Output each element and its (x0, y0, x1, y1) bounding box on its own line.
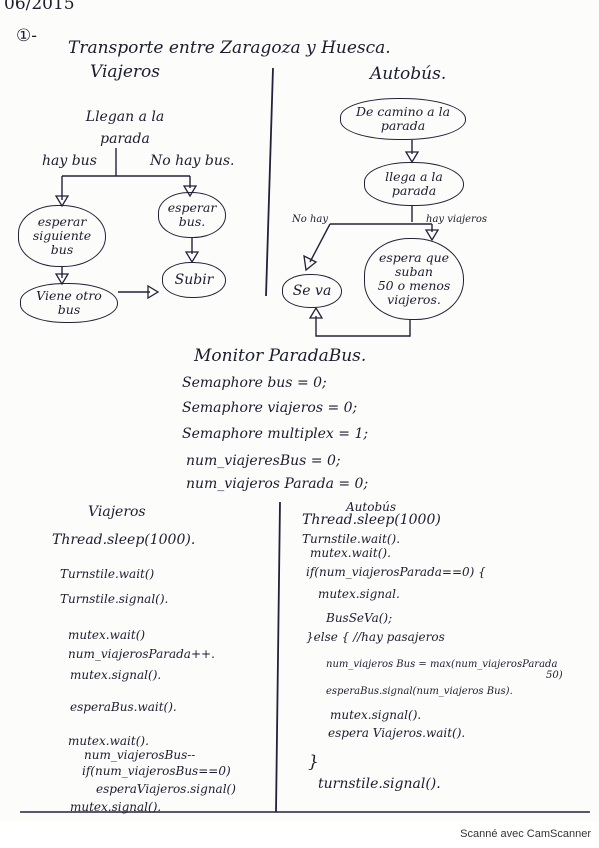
code-line: mutex.wait() (68, 628, 146, 642)
travellers-code-heading: Viajeros (88, 504, 146, 520)
code-line: num_viajerosParada++. (68, 647, 215, 661)
code-line: mutex.wait(). (68, 734, 149, 748)
arrive-node: llega a la parada (364, 162, 464, 206)
travellers-heading: Viajeros (90, 62, 160, 82)
notebook-page: 06/2015 ①- Transporte entre Zaragoza y H… (4, 0, 590, 814)
code-line: Thread.sleep(1000) (302, 512, 441, 528)
branch-travellers: hay viajeros (426, 214, 487, 225)
monitor-line: Semaphore bus = 0; (182, 375, 327, 391)
monitor-line: Semaphore viajeros = 0; (182, 400, 358, 416)
bus-heading: Autobús. (370, 64, 447, 84)
code-line: Thread.sleep(1000). (52, 532, 196, 548)
branch-no-travellers: No hay (292, 214, 329, 225)
date-label: 06/2015 (4, 0, 75, 14)
wait-boarding-node: espera que suban 50 o menos viajeros. (364, 238, 464, 320)
code-line: mutex.signal(). (330, 708, 422, 722)
code-line: num_viajeros Bus = max(num_viajerosParad… (326, 659, 558, 670)
code-line: if(num_viajerosBus==0) (82, 764, 231, 778)
page-title: Transporte entre Zaragoza y Huesca. (68, 38, 391, 58)
en-route-node: De camino a la parada (340, 98, 466, 140)
monitor-title: Monitor ParadaBus. (194, 346, 367, 366)
code-line: Turnstile.wait(). (302, 532, 401, 546)
code-line: Turnstile.signal(). (60, 592, 169, 606)
code-line: if(num_viajerosParada==0) { (306, 565, 486, 579)
board-node: Subir (162, 262, 226, 298)
code-line: turnstile.signal(). (318, 776, 441, 792)
monitor-line: num_viajeresBus = 0; (186, 453, 341, 469)
code-line: }else { //hay pasajeros (306, 630, 445, 644)
code-line: mutex.signal(). (70, 668, 162, 682)
code-line: esperaViajeros.signal() (96, 782, 236, 796)
code-line: Turnstile.wait() (60, 567, 155, 581)
code-line: 50) (546, 670, 563, 681)
code-line: BusSeVa(); (326, 611, 393, 625)
diagram-connectors (20, 67, 590, 813)
start-step: Llegan a la parada (85, 109, 165, 147)
code-line: mutex.signal. (318, 587, 400, 601)
code-line: num_viajerosBus-- (84, 748, 196, 762)
code-line: mutex.wait(). (310, 546, 391, 560)
code-line: esperaBus.wait(). (70, 700, 177, 714)
item-number: ①- (16, 26, 37, 46)
wait-bus-node: esperar bus. (158, 192, 226, 238)
wait-next-bus-node: esperar siguiente bus (18, 205, 106, 267)
scanner-watermark: Scanné avec CamScanner (460, 828, 591, 840)
code-line: mutex.signal(). (70, 800, 162, 814)
leave-node: Se va (282, 274, 342, 308)
monitor-line: Semaphore multiplex = 1; (182, 426, 369, 442)
code-line: esperaBus.signal(num_viajeros Bus). (326, 686, 513, 697)
bus-code-heading: Autobús (346, 500, 397, 514)
code-line: } (308, 752, 319, 772)
branch-no-bus: No hay bus. (150, 153, 235, 169)
branch-bus-present: hay bus (42, 153, 97, 169)
code-line: espera Viajeros.wait(). (328, 726, 466, 740)
another-bus-node: Viene otro bus (20, 283, 118, 323)
monitor-line: num_viajeros Parada = 0; (186, 476, 369, 492)
